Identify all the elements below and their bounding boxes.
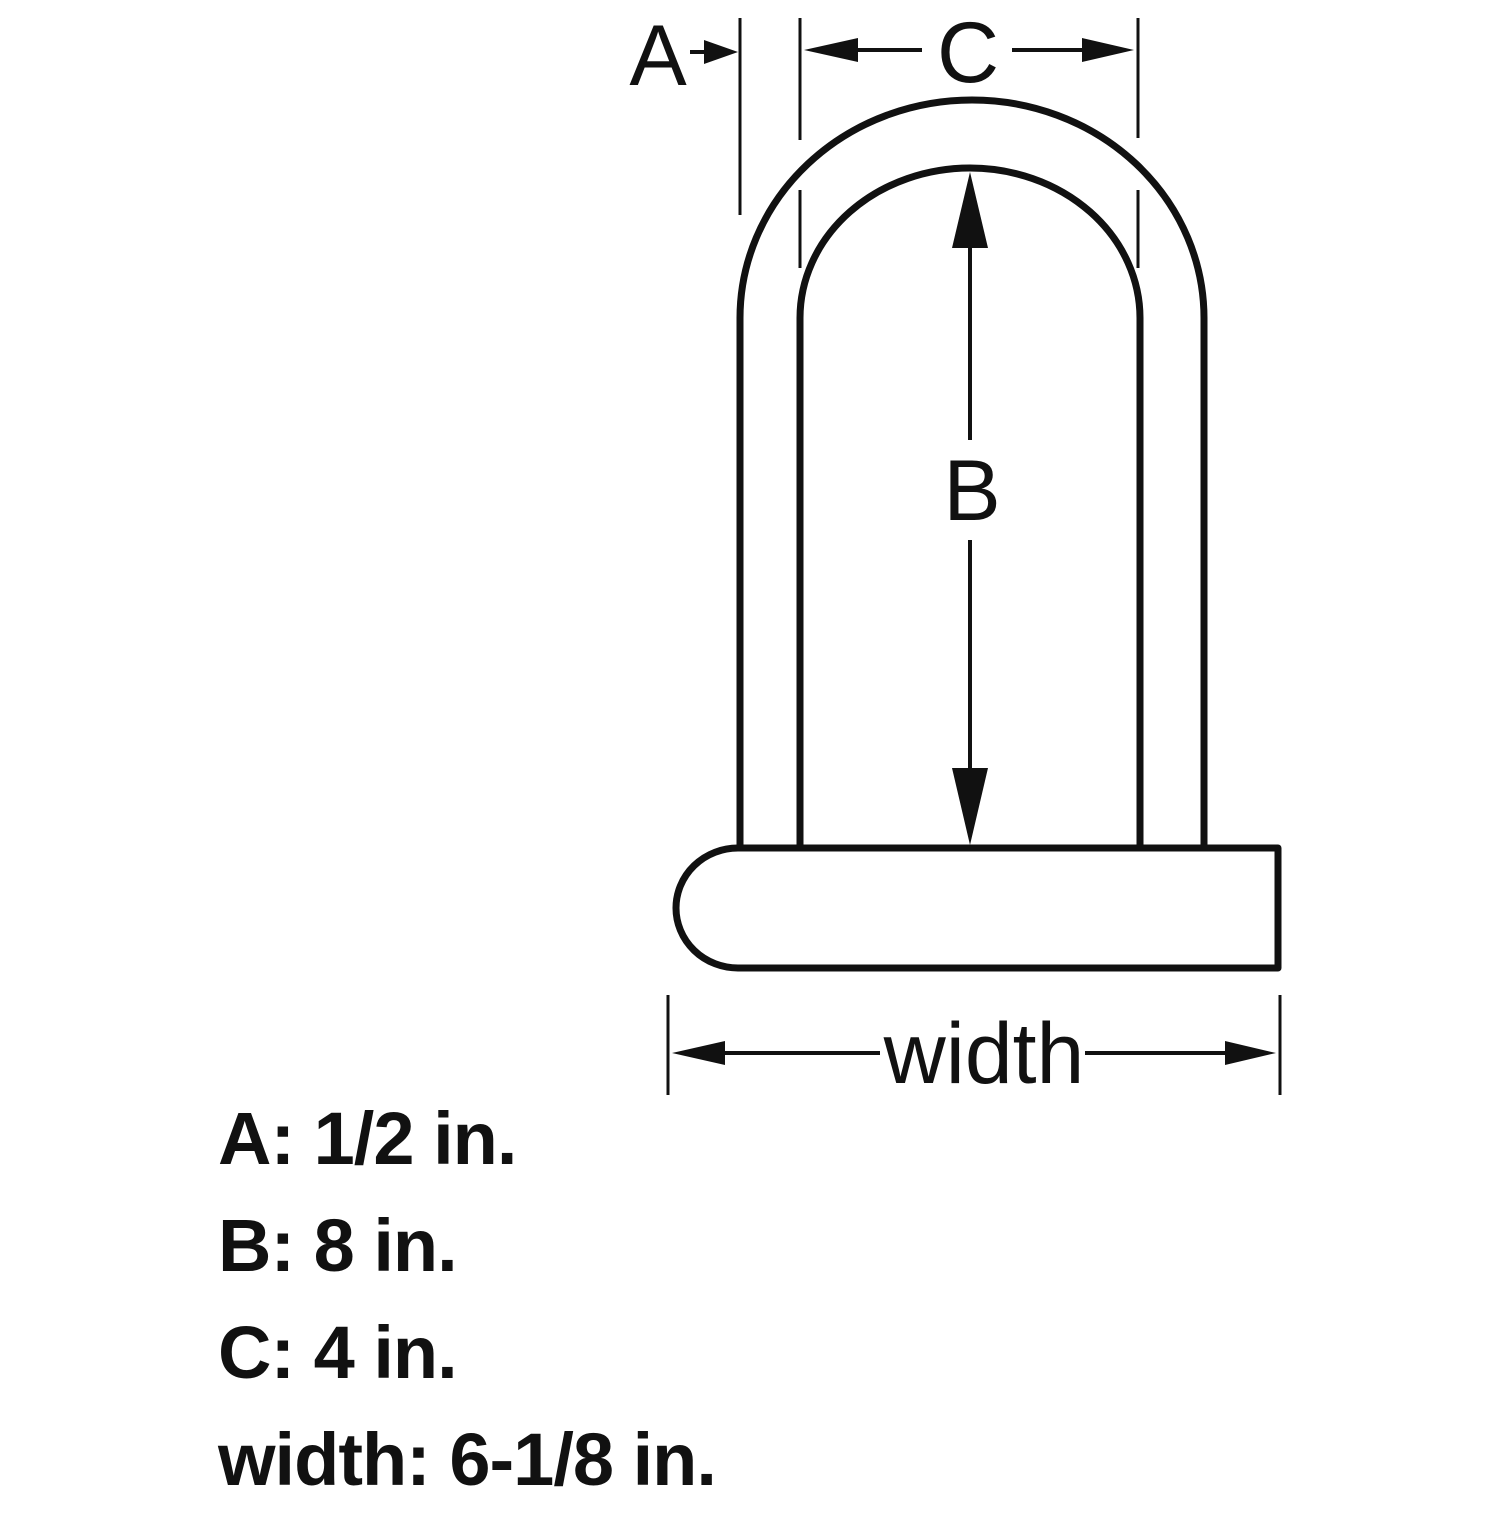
spec-c-label: C [218,1311,271,1394]
arrow-b-top-head [952,172,988,248]
label-a: A [629,8,687,104]
spec-b-label: B [218,1204,271,1287]
spec-b: B: 8 in. [218,1204,458,1287]
spec-width: width: 6-1/8 in. [218,1418,717,1501]
dimension-a: A [629,8,738,104]
arrow-c-left-head [804,38,858,62]
spec-width-label: width [218,1418,407,1501]
lock-crossbar [672,844,1282,972]
spec-c-value: 4 in. [313,1311,458,1394]
dimension-c: C [804,5,1134,101]
arrow-a-head [704,40,738,64]
spec-c: C: 4 in. [218,1311,458,1394]
shackle-outer [736,96,1208,848]
dimension-width: width [672,1006,1276,1102]
dimension-b: B [943,172,1001,845]
arrow-width-left-head [672,1041,725,1065]
spec-b-value: 8 in. [313,1204,458,1287]
arrow-width-right-head [1225,1041,1276,1065]
dimension-specs: A: 1/2 in. B: 8 in. C: 4 in. width: 6-1/… [218,1085,717,1513]
spec-a-label: A [218,1097,271,1180]
spec-width-value: 6-1/8 in. [449,1418,717,1501]
label-width: width [883,1006,1085,1102]
label-c: C [937,5,999,101]
arrow-b-bottom-head [952,768,988,845]
label-b: B [943,443,1000,539]
shackle-inner [796,164,1144,848]
spec-a-value: 1/2 in. [313,1097,518,1180]
arrow-c-right-head [1082,38,1134,62]
spec-a: A: 1/2 in. [218,1097,518,1180]
